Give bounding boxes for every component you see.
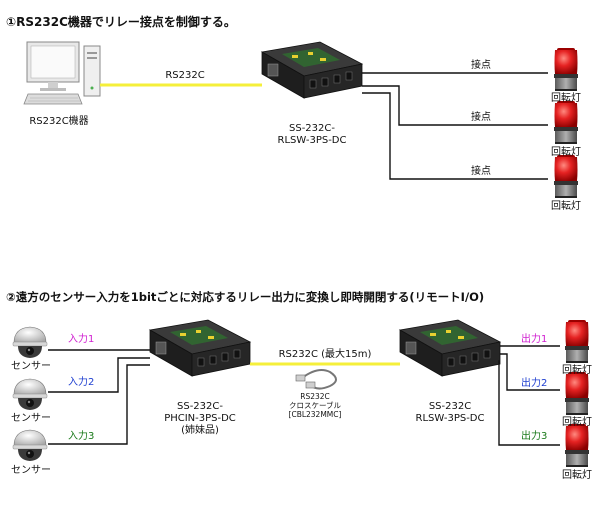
output-label-3: 出力3	[521, 431, 548, 442]
section1-title: ①RS232C機器でリレー接点を制御する。	[6, 15, 236, 29]
device-name-line1: SS-232C-	[289, 123, 335, 134]
input-label-1: 入力1	[68, 334, 95, 345]
contact-label-1: 接点	[471, 60, 491, 71]
cable-label-line3: [CBL232MMC]	[288, 410, 342, 419]
cable-label-line1: RS232C	[300, 392, 330, 401]
device-name-line2: RLSW-3PS-DC	[277, 135, 347, 146]
sensor-label-2: センサー	[11, 413, 51, 424]
rotating-lamp-3	[554, 155, 578, 198]
link-label-1: RS232C	[165, 70, 205, 81]
pc-tower	[83, 45, 101, 97]
section2-title: ②遠方のセンサー入力を1bitごとに対応するリレー出力に変換し即時開閉する(リモ…	[6, 290, 485, 304]
rotating-lamp-2	[554, 101, 578, 144]
output-wires	[498, 345, 560, 446]
contact-label-2: 接点	[471, 112, 491, 123]
sensor-label-1: センサー	[11, 361, 51, 372]
lamp-label-5: 回転灯	[562, 417, 592, 428]
left-device-line3: (姉妹品)	[181, 425, 219, 436]
lamp-label-6: 回転灯	[562, 470, 592, 481]
rotating-lamp-5	[565, 372, 589, 415]
sensor-camera-1	[12, 326, 48, 359]
lamp-label-2: 回転灯	[551, 147, 581, 158]
input-unit-device	[149, 319, 251, 377]
pc-keyboard	[23, 93, 83, 105]
rotating-lamp-4	[565, 320, 589, 363]
link-label-2: RS232C (最大15m)	[278, 349, 372, 360]
pc-monitor	[26, 41, 80, 91]
rotating-lamp-6	[565, 424, 589, 467]
lamp-label-4: 回転灯	[562, 365, 592, 376]
input-wires	[48, 349, 150, 445]
relay-unit-device	[261, 41, 363, 99]
input-label-2: 入力2	[68, 377, 95, 388]
rotating-lamp-1	[554, 48, 578, 91]
left-device-line2: PHCIN-3PS-DC	[164, 413, 236, 424]
relay-unit-device-2	[399, 319, 501, 377]
left-device-line1: SS-232C-	[177, 401, 223, 412]
contact-wires	[362, 72, 548, 180]
lamp-label-1: 回転灯	[551, 93, 581, 104]
right-device-line2: RLSW-3PS-DC	[415, 413, 485, 424]
output-label-2: 出力2	[521, 378, 548, 389]
right-device-line1: SS-232C	[428, 401, 472, 412]
sensor-label-3: センサー	[11, 465, 51, 476]
output-label-1: 出力1	[521, 334, 548, 345]
cross-cable-icon	[295, 369, 337, 390]
cable-label-line2: クロスケーブル	[288, 401, 342, 410]
lamp-label-3: 回転灯	[551, 201, 581, 212]
contact-label-3: 接点	[471, 166, 491, 177]
sensor-camera-3	[12, 429, 48, 462]
pc-label: RS232C機器	[29, 116, 89, 127]
sensor-camera-2	[12, 378, 48, 411]
input-label-3: 入力3	[68, 431, 95, 442]
